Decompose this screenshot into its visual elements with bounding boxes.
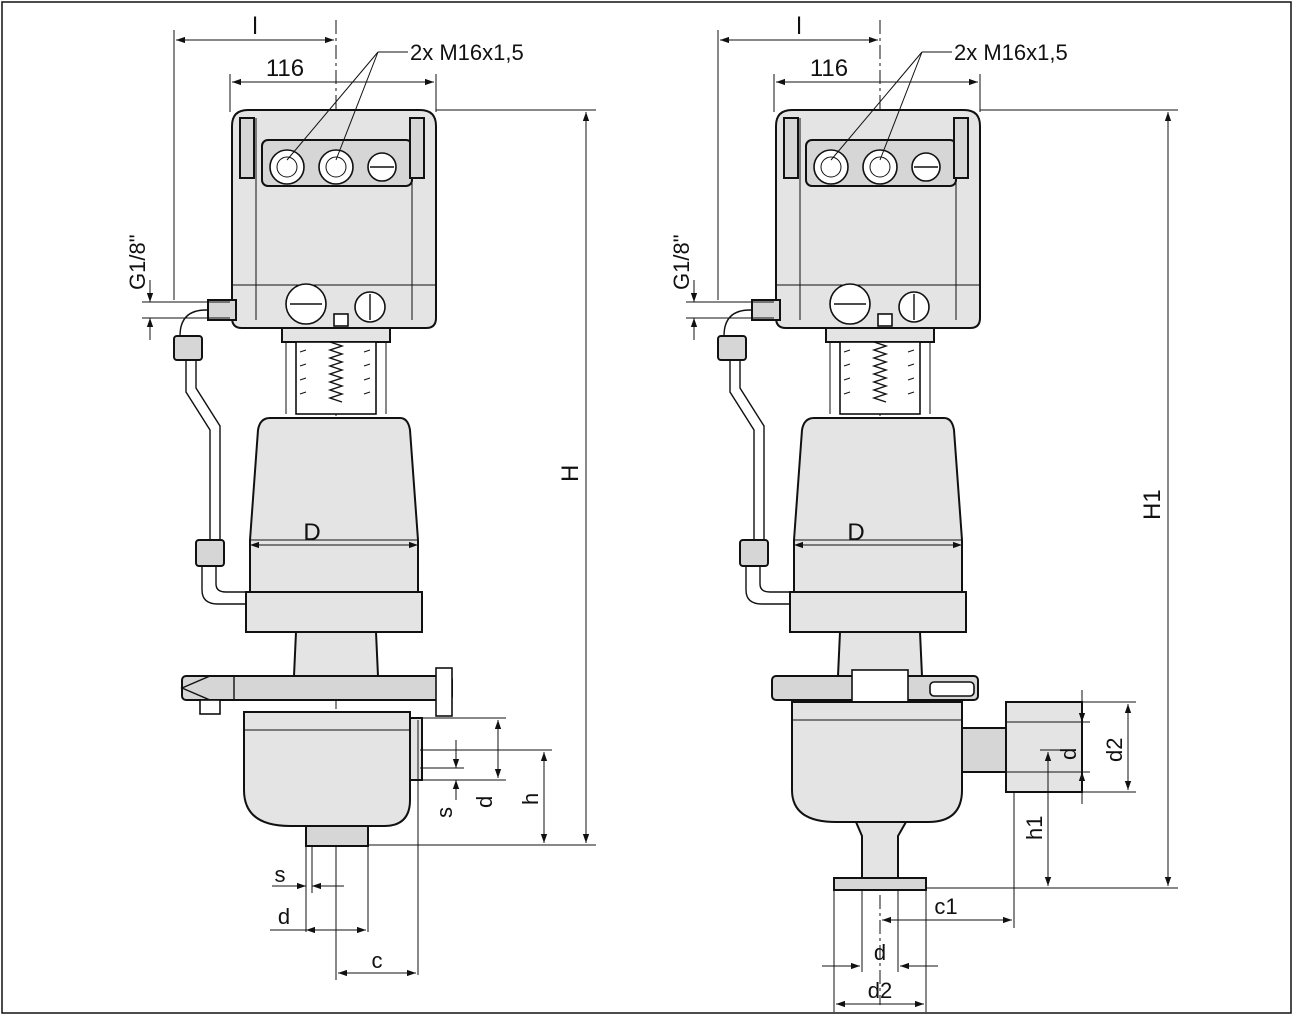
left-actuator — [249, 417, 419, 597]
left-valve-view: l 116 2x M16x1,5 G1/8" D H h d — [125, 13, 596, 980]
left-dim-h: h — [518, 793, 543, 805]
left-cable-gland-icon — [239, 117, 425, 187]
right-dim-116: 116 — [810, 55, 848, 82]
right-air-port-label: G1/8" — [669, 234, 694, 290]
right-side-outlet — [1005, 701, 1083, 793]
right-valve-view: l 116 2x M16x1,5 G1/8" D H1 d — [669, 13, 1178, 1012]
right-cable-gland-icon — [783, 117, 969, 187]
left-clamp — [181, 675, 453, 701]
left-dim-s-bottom: s — [275, 862, 286, 887]
right-cable-glands-label: 2x M16x1,5 — [954, 40, 1068, 65]
left-bottom-outlet — [305, 825, 369, 847]
right-dim-h1: h1 — [1022, 816, 1047, 840]
left-air-port-label: G1/8" — [125, 234, 150, 290]
left-dim-D: D — [303, 519, 320, 546]
left-dim-116: 116 — [266, 55, 304, 82]
left-dim-l: l — [252, 13, 257, 40]
right-dim-D: D — [847, 519, 864, 546]
right-lantern — [839, 341, 921, 415]
right-dim-l: l — [796, 13, 801, 40]
left-cable-glands-label: 2x M16x1,5 — [410, 40, 524, 65]
right-dim-d-bottom: d — [874, 940, 886, 965]
left-dim-d-side: d — [472, 796, 497, 808]
right-dim-d2-bottom: d2 — [868, 978, 892, 1003]
right-dim-c1: c1 — [934, 894, 957, 919]
right-bottom-outlet — [833, 877, 927, 891]
right-dim-d2-side: d2 — [1102, 738, 1127, 762]
left-dim-s-side: s — [432, 807, 457, 818]
left-lantern — [295, 341, 377, 415]
left-dim-H: H — [557, 465, 584, 482]
right-actuator — [793, 417, 963, 597]
right-dim-d-side: d — [1056, 748, 1081, 760]
left-valve-housing — [243, 711, 411, 827]
left-dim-d-bottom: d — [278, 904, 290, 929]
left-dim-c: c — [372, 948, 383, 973]
right-dim-H1: H1 — [1139, 489, 1166, 520]
